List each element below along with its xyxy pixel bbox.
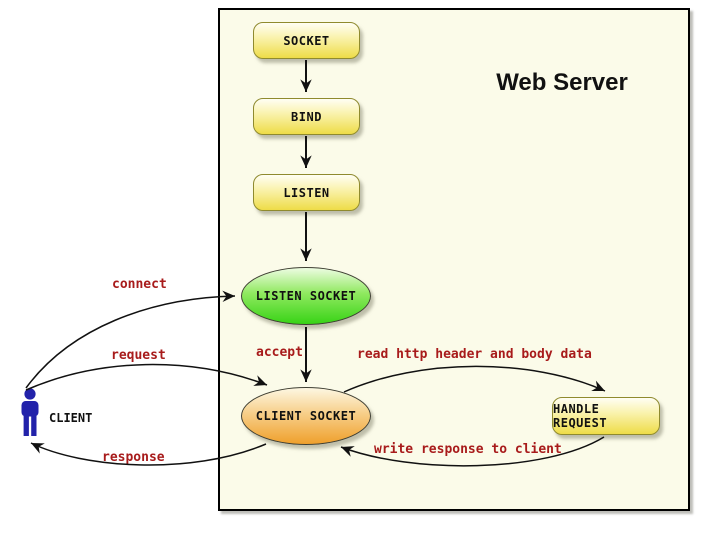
node-client-socket: CLIENT SOCKET [241,387,371,445]
arrow-connect [25,290,236,389]
node-socket-label: SOCKET [283,33,330,48]
edge-label-request: request [111,348,166,363]
edge-label-write-response: write response to client [374,442,562,457]
client-person-icon [21,388,39,436]
node-listen-label: LISTEN [283,185,330,200]
node-handle-request-label: HANDLE REQUEST [553,402,608,430]
page-title: Web Server [496,69,628,96]
node-bind: BIND [253,98,360,135]
client-label: CLIENT [49,411,93,425]
node-listen: LISTEN [253,174,360,211]
node-client-socket-label: CLIENT SOCKET [255,409,357,423]
node-bind-label: BIND [291,109,322,124]
edge-label-connect: connect [112,277,167,292]
edge-label-response: response [102,450,165,465]
edge-label-accept: accept [256,345,303,360]
edge-label-read-http: read http header and body data [357,347,592,362]
node-listen-socket: LISTEN SOCKET [241,267,371,325]
node-socket: SOCKET [253,22,360,59]
node-listen-socket-label: LISTEN SOCKET [255,289,357,303]
node-handle-request: HANDLE REQUEST [552,397,660,435]
